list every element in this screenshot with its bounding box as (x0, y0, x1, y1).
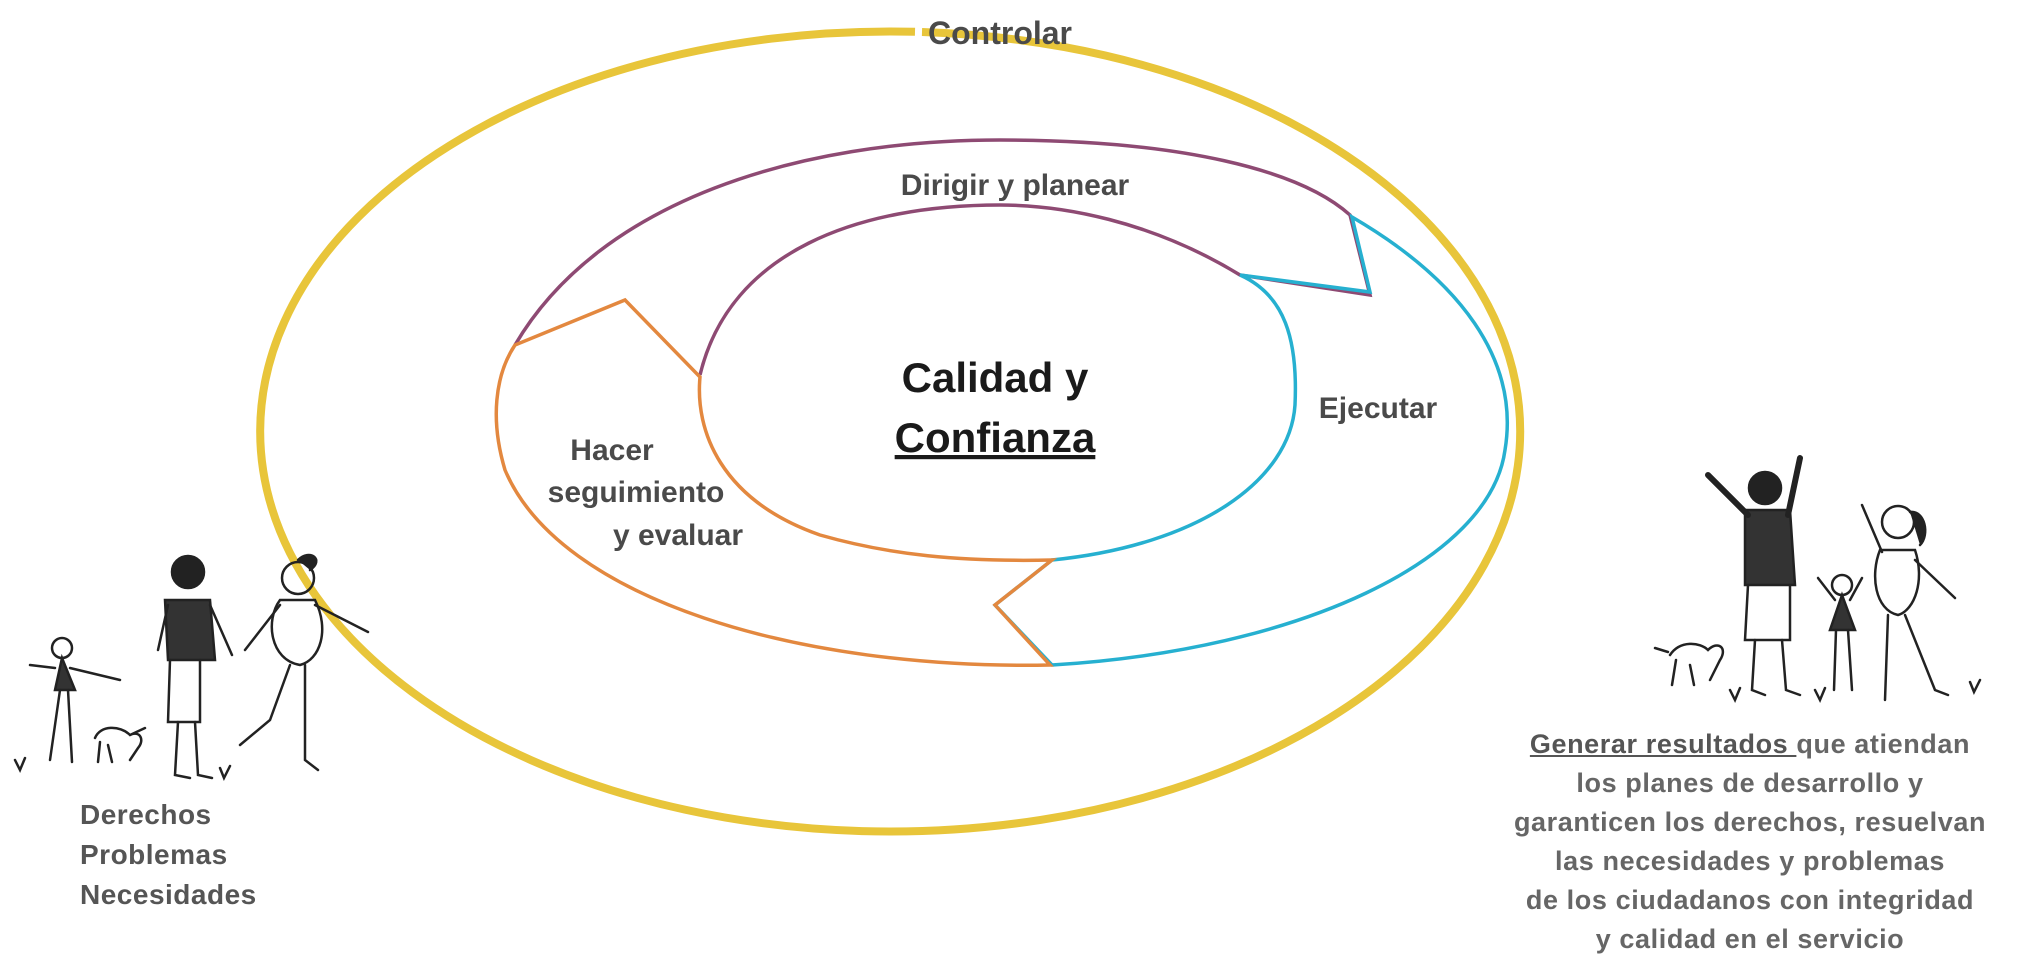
outer-label: Controlar (928, 15, 1072, 51)
plan-label: Dirigir y planear (901, 169, 1130, 202)
family-walking-illustration (13, 553, 370, 782)
results-highlight: Generar resultados (1529, 729, 1797, 759)
center-title-line-2: Confianza (895, 414, 1096, 461)
outer-control-ellipse (256, 27, 1525, 836)
results-line-5: de los ciudadanos con integridad (1525, 885, 1975, 915)
needs-item-needs: Necesidades (80, 879, 257, 910)
results-line-2: los planes de desarrollo y (1576, 768, 1924, 798)
plan-band (513, 138, 1373, 376)
evaluate-label-line-1: Hacer (570, 434, 654, 467)
results-line-3: garanticen los derechos, resuelvan (1513, 807, 1987, 837)
needs-item-rights: Derechos (80, 799, 212, 830)
results-line-6: y calidad en el servicio (1595, 924, 1905, 954)
center-title-line-1: Calidad y (902, 354, 1089, 401)
evaluate-label-line-3: y evaluar (613, 519, 743, 552)
results-statement: Generar resultados que atiendan los plan… (1490, 725, 2010, 959)
needs-list: Derechos Problemas Necesidades (80, 795, 257, 915)
evaluate-band (494, 297, 1058, 667)
execute-band (992, 213, 1510, 667)
results-first-rest: que atiendan (1796, 729, 1971, 759)
results-line-4: las necesidades y problemas (1555, 846, 1945, 876)
evaluate-label-line-2: seguimiento (548, 476, 725, 509)
family-celebrating-illustration (1653, 455, 1982, 704)
execute-label: Ejecutar (1319, 392, 1438, 425)
results-line-1: Generar resultados que atiendan (1490, 725, 2010, 764)
needs-item-problems: Problemas (80, 839, 228, 870)
